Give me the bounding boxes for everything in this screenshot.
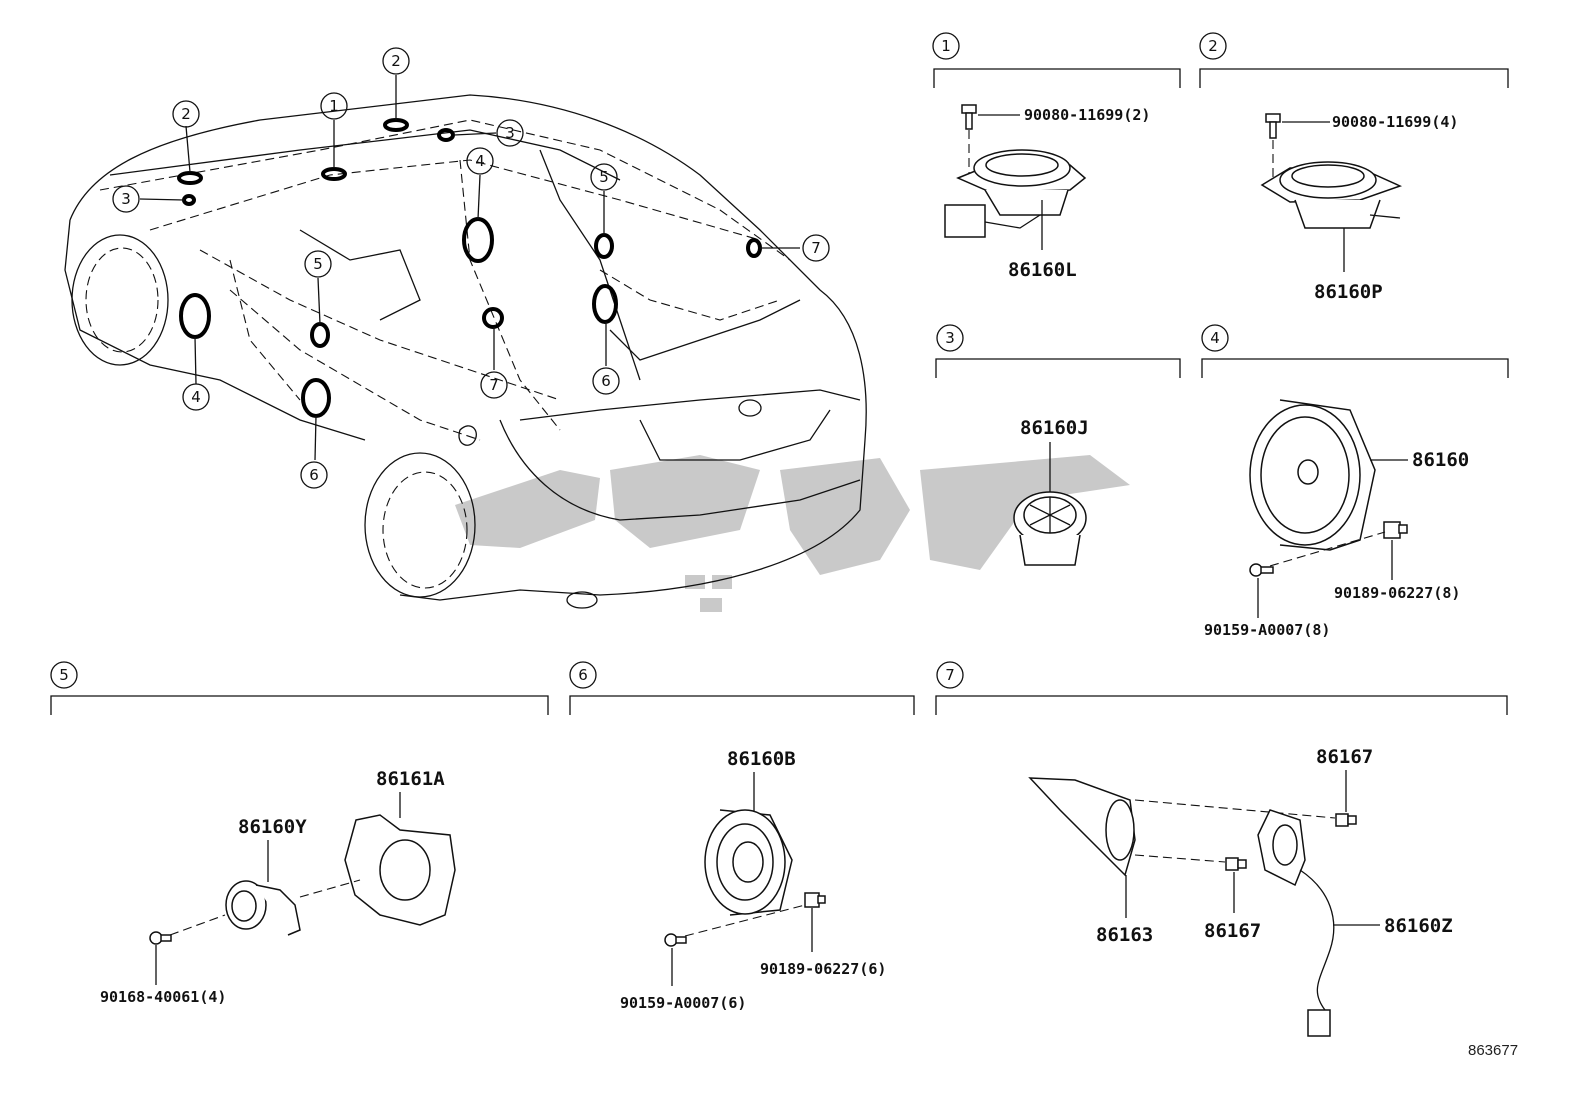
vehicle-outline <box>64 94 867 609</box>
bracket-part-number: 86161A <box>376 768 445 790</box>
panel-1: 1 90080-11699(2) 86160L <box>932 32 1181 281</box>
svg-text:7: 7 <box>811 239 821 257</box>
bolt-part-number: 90080-11699(2) <box>1024 106 1150 124</box>
speaker-location-rings <box>177 118 762 418</box>
speaker-part-number: 86160Z <box>1384 915 1453 937</box>
ring-5-left <box>310 322 330 348</box>
svg-text:7: 7 <box>489 376 499 394</box>
speaker-part-number: 86160 <box>1412 449 1469 471</box>
callout-2-car-b: 2 <box>382 47 410 75</box>
callout-5-car-a: 5 <box>304 250 332 278</box>
ring-6-left <box>301 378 331 418</box>
svg-text:5: 5 <box>313 255 323 273</box>
bolt-icon <box>1265 113 1281 139</box>
tweeter-part-number: 86160J <box>1020 417 1089 439</box>
speaker-icon <box>1260 161 1403 229</box>
ring-4-right <box>462 217 494 263</box>
ring-3-left <box>182 194 196 206</box>
tweeter-icon <box>1013 491 1087 566</box>
panel-4-number: 4 <box>1210 329 1220 347</box>
svg-text:5: 5 <box>599 168 609 186</box>
speaker-part-number: 86160L <box>1008 259 1077 281</box>
ring-4-left <box>179 293 211 339</box>
screw-part-number: 90159-A0007(8) <box>1204 621 1330 639</box>
speaker-icon <box>225 880 301 936</box>
bracket-icon <box>344 814 456 926</box>
clip-icon <box>1225 857 1247 871</box>
panel-3-number: 3 <box>945 329 955 347</box>
svg-text:2: 2 <box>181 105 191 123</box>
svg-text:1: 1 <box>329 97 339 115</box>
screw-icon <box>664 933 687 947</box>
speaker-part-number: 86160P <box>1314 281 1383 303</box>
screw-part-number: 90168-40061(4) <box>100 988 226 1006</box>
bolt-icon <box>961 104 977 130</box>
callout-7-car-a: 7 <box>480 371 508 399</box>
panel-2-number: 2 <box>1208 37 1218 55</box>
ring-6-right <box>592 284 618 324</box>
cover-icon <box>1028 777 1136 877</box>
panel-5-number: 5 <box>59 666 69 684</box>
callout-2-car-a: 2 <box>172 100 200 128</box>
panel-7-number: 7 <box>945 666 955 684</box>
screw-part-number: 90159-A0007(6) <box>620 994 746 1012</box>
ring-2-front-right <box>383 118 409 132</box>
panel-1-number: 1 <box>941 37 951 55</box>
speaker-icon <box>1249 399 1376 551</box>
panel-3: 3 86160J <box>935 324 1181 566</box>
screw-icon <box>149 931 172 945</box>
callout-3-car-a: 3 <box>112 185 140 213</box>
speaker-part-number: 86160Y <box>238 816 307 838</box>
speaker-icon <box>944 149 1087 238</box>
clip-mid-part-number: 86167 <box>1204 920 1261 942</box>
speaker-icon <box>704 809 793 916</box>
svg-text:3: 3 <box>121 190 131 208</box>
callout-leaders <box>139 75 800 461</box>
callout-4-car-a: 4 <box>466 147 494 175</box>
clip-top-part-number: 86167 <box>1316 746 1373 768</box>
cover-part-number: 86163 <box>1096 924 1153 946</box>
speaker-icon <box>1257 809 1335 1037</box>
clip-part-number: 90189-06227(8) <box>1334 584 1460 602</box>
ring-3-right <box>437 128 455 142</box>
ring-2-front-left <box>177 171 203 185</box>
callout-1-car: 1 <box>320 92 348 120</box>
clip-icon <box>1335 813 1357 827</box>
svg-text:6: 6 <box>601 372 611 390</box>
svg-text:2: 2 <box>391 52 401 70</box>
watermark-logo <box>455 455 1130 612</box>
callout-7-car-b: 7 <box>802 234 830 262</box>
panel-2: 2 90080-11699(4) 86160P <box>1199 32 1509 303</box>
screw-icon <box>1249 563 1274 577</box>
svg-text:4: 4 <box>191 388 201 406</box>
panel-7: 7 86163 86167 86167 86160Z <box>935 661 1508 1037</box>
panel-6: 6 86160B 90189-06227(6) 90159-A0007(6) <box>569 661 915 1012</box>
panel-6-number: 6 <box>578 666 588 684</box>
panel-4: 4 86160 90189-06227(8) 90159-A0007(8) <box>1201 324 1509 639</box>
callout-6-car-b: 6 <box>592 367 620 395</box>
ring-7-right <box>746 238 762 258</box>
callout-5-car-b: 5 <box>590 163 618 191</box>
bolt-part-number: 90080-11699(4) <box>1332 113 1458 131</box>
svg-text:6: 6 <box>309 466 319 484</box>
clip-part-number: 90189-06227(6) <box>760 960 886 978</box>
diagram-code: 863677 <box>1468 1042 1518 1059</box>
ring-1-center <box>321 167 347 181</box>
panel-5: 5 86161A 86160Y 90168-40061(4) <box>50 661 549 1006</box>
clip-icon <box>1383 521 1408 539</box>
callout-3-car-b: 3 <box>496 119 524 147</box>
ring-7-left <box>482 307 504 329</box>
ring-5-right <box>594 233 614 259</box>
clip-icon <box>804 892 826 908</box>
callout-4-car-b: 4 <box>182 383 210 411</box>
svg-text:3: 3 <box>505 124 515 142</box>
speaker-part-number: 86160B <box>727 748 796 770</box>
svg-text:4: 4 <box>475 152 485 170</box>
callout-6-car-a: 6 <box>300 461 328 489</box>
